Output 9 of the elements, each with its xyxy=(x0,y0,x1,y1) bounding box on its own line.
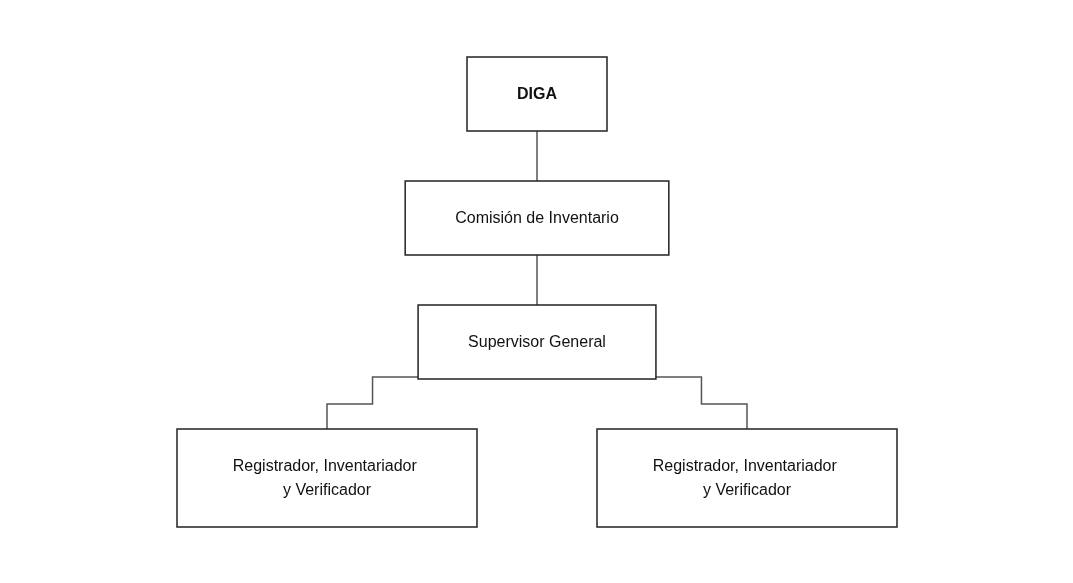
connector xyxy=(535,129,538,182)
node-box: Registrador, Inventariador y Verificador xyxy=(175,427,478,528)
node-box: DIGA xyxy=(465,55,608,132)
node-box: Comisión de Inventario xyxy=(403,179,670,256)
connector xyxy=(654,375,748,430)
connector xyxy=(535,253,538,306)
node-box: Registrador, Inventariador y Verificador xyxy=(595,427,898,528)
node-box: Supervisor General xyxy=(416,303,657,380)
connector xyxy=(325,375,419,430)
